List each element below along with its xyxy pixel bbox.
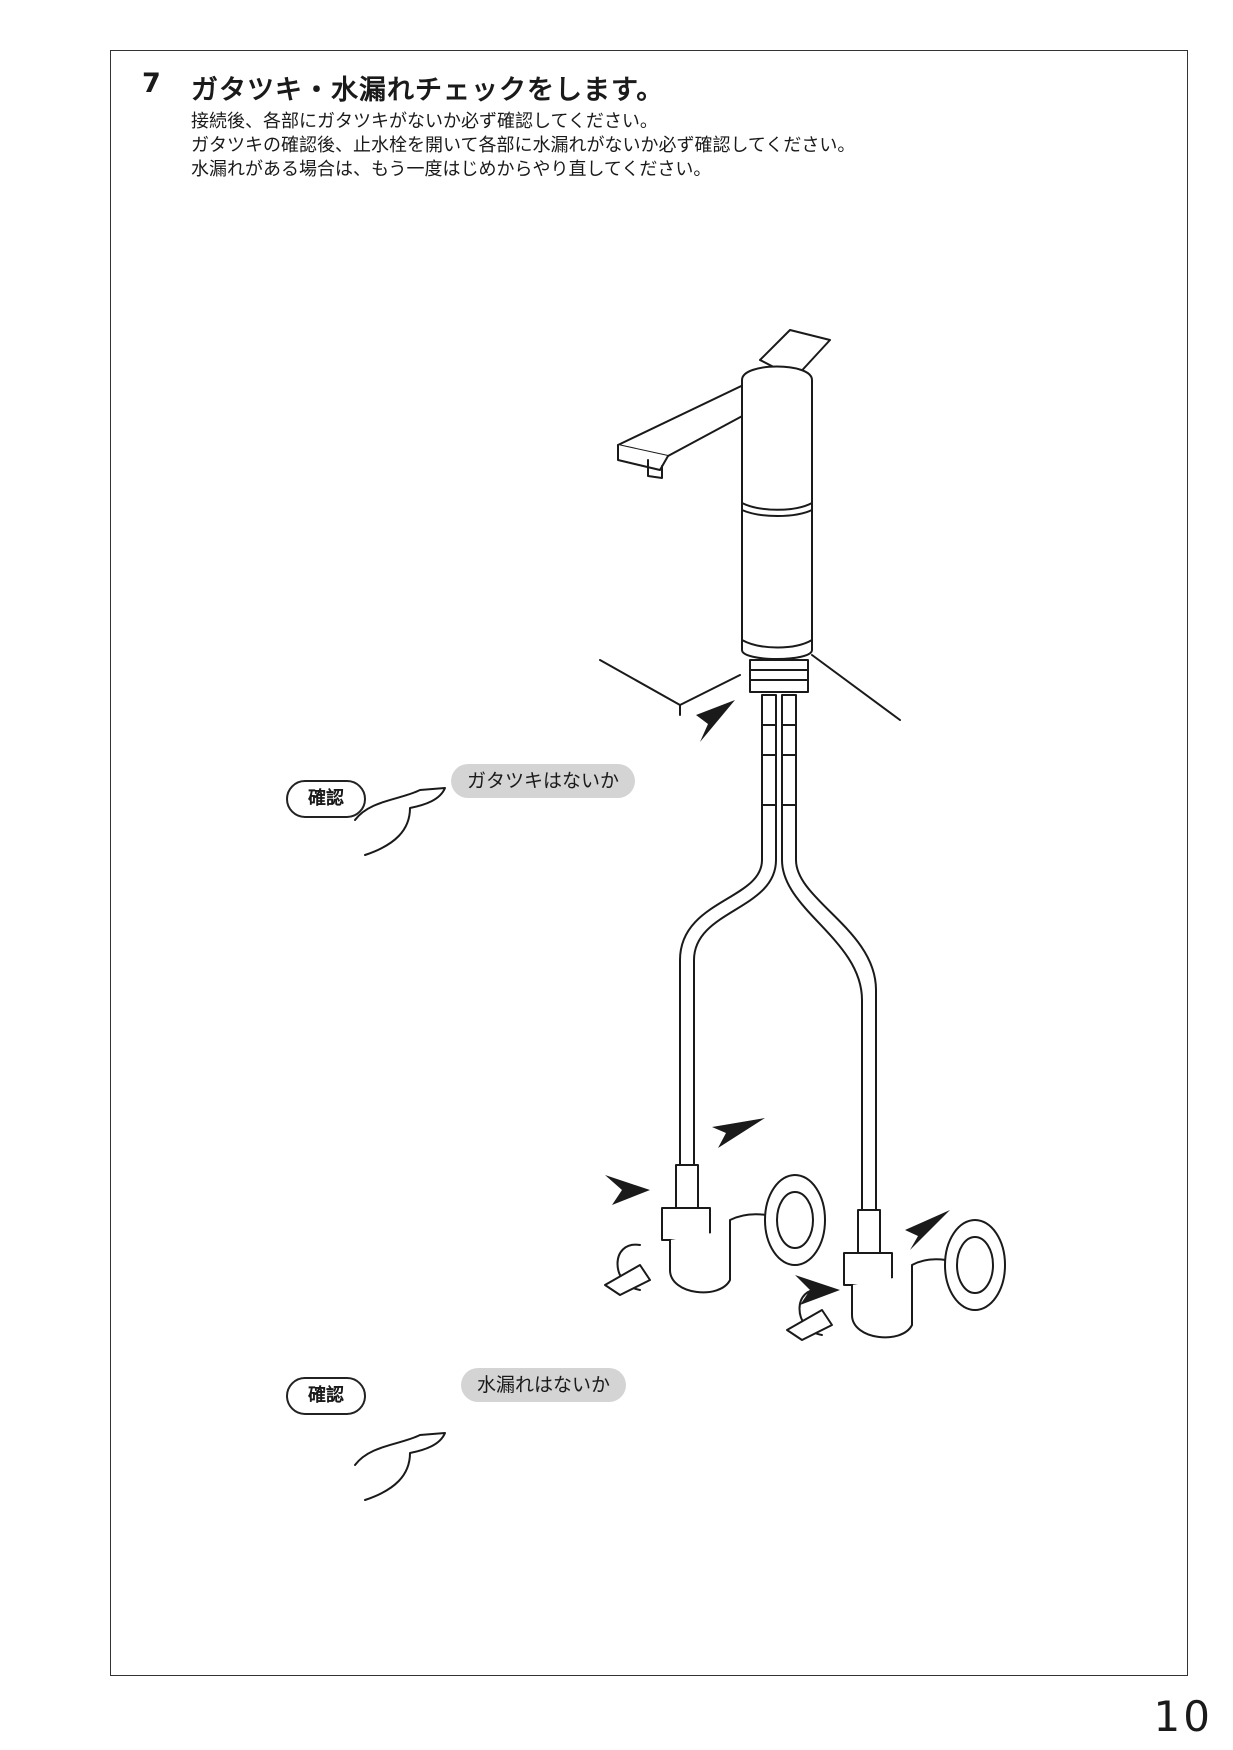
- arrow-icon: [712, 1118, 765, 1148]
- confirm-badge: 確認: [286, 1377, 366, 1415]
- instructions: 接続後、各部にガタツキがないか必ず確認してください。 ガタツキの確認後、止水栓を…: [191, 110, 855, 182]
- page-frame: [110, 50, 1188, 1676]
- instruction-line: 接続後、各部にガタツキがないか必ず確認してください。: [191, 111, 658, 132]
- step-number: 7: [142, 68, 161, 99]
- hose-right: [781, 804, 863, 1216]
- check-arrows: [605, 700, 950, 1305]
- wall-flange-right: [944, 1219, 1006, 1311]
- arrow-icon: [795, 1275, 840, 1305]
- hose-left: [679, 804, 763, 1171]
- pointing-hand: [354, 1432, 446, 1501]
- instruction-line: ガタツキの確認後、止水栓を開いて各部に水漏れがないか必ず確認してください。: [191, 135, 856, 156]
- arrow-icon: [696, 700, 735, 742]
- confirm-badge: 確認: [286, 780, 366, 818]
- countertop-edge: [811, 654, 901, 721]
- arrow-icon: [605, 1175, 650, 1205]
- instruction-line: 水漏れがある場合は、もう一度はじめからやり直してください。: [191, 159, 712, 180]
- faucet-body: [741, 365, 813, 660]
- pointing-hand: [354, 787, 446, 856]
- arrow-icon: [905, 1210, 950, 1250]
- page-number: 10: [1153, 1692, 1213, 1741]
- check-bubble: 水漏れはないか: [461, 1368, 627, 1402]
- wall-flange-left: [764, 1174, 826, 1266]
- valve-handle-right: [786, 1309, 833, 1341]
- step-title: ガタツキ・水漏れチェックをします。: [191, 75, 665, 106]
- countertop-edge: [599, 659, 741, 706]
- valve-nut-right: [857, 1209, 881, 1256]
- valve-handle-left: [604, 1264, 651, 1296]
- valve-nut-left: [675, 1164, 699, 1211]
- check-bubble: ガタツキはないか: [451, 764, 636, 798]
